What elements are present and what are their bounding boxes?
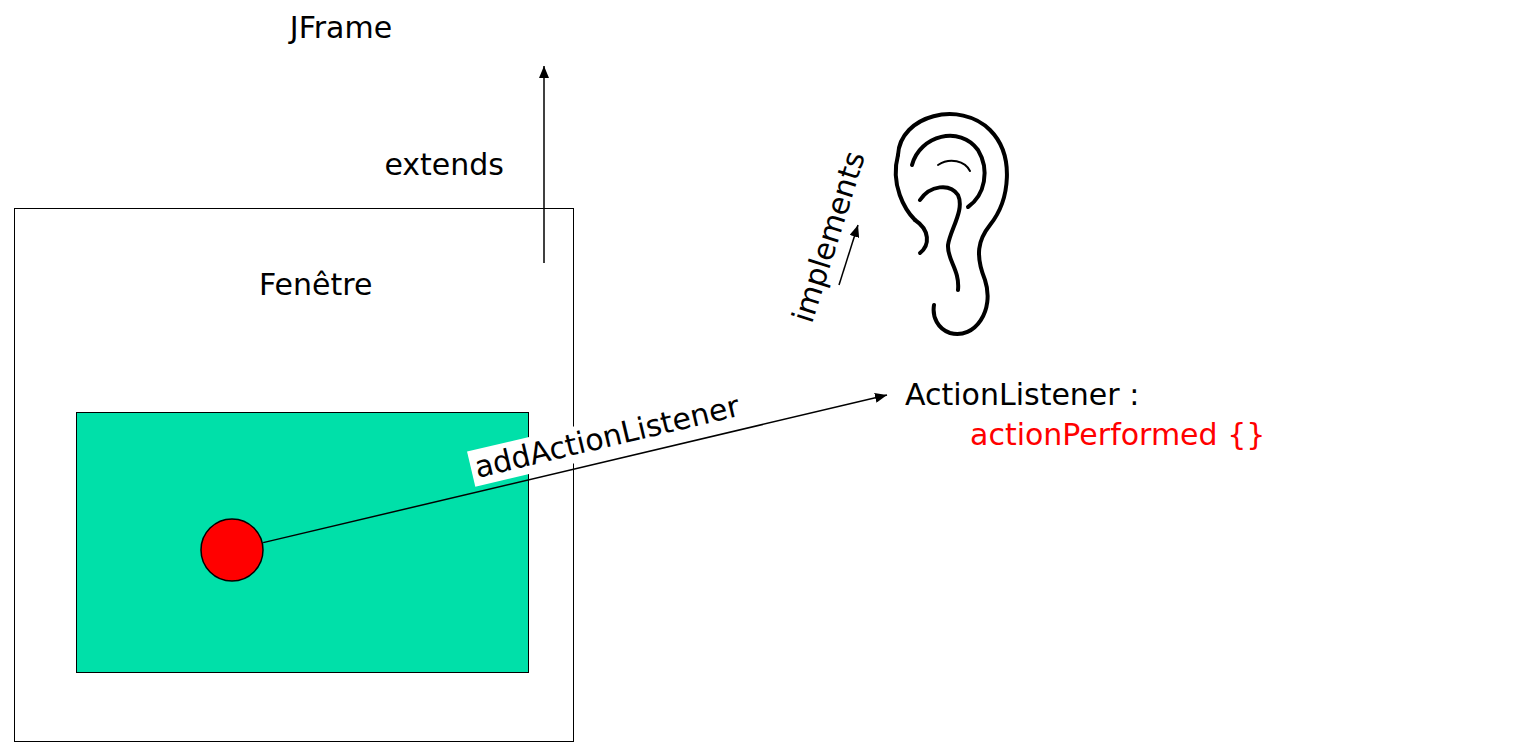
ear-helix — [898, 114, 1007, 334]
node-label: JFrame — [290, 10, 392, 46]
ear-illustration — [850, 95, 1015, 345]
method-name: actionPerformed {} — [970, 417, 1410, 453]
ear-fold — [938, 161, 970, 171]
connector-arrow — [543, 66, 545, 263]
connector-label: implements — [785, 147, 873, 327]
panel-rect — [76, 412, 529, 673]
listener-interface: ActionListener :actionPerformed {} — [850, 95, 1290, 167]
class-label: JFrame — [290, 10, 392, 46]
ear-tragus — [915, 220, 927, 253]
button-circle — [200, 518, 264, 582]
ear-front — [896, 155, 915, 220]
node-label: ActionListener : — [905, 377, 1345, 413]
connector-arrow — [263, 395, 887, 543]
node-label: Fenêtre — [259, 267, 817, 303]
circle-outline — [200, 518, 264, 582]
connector-label: extends — [384, 147, 504, 183]
